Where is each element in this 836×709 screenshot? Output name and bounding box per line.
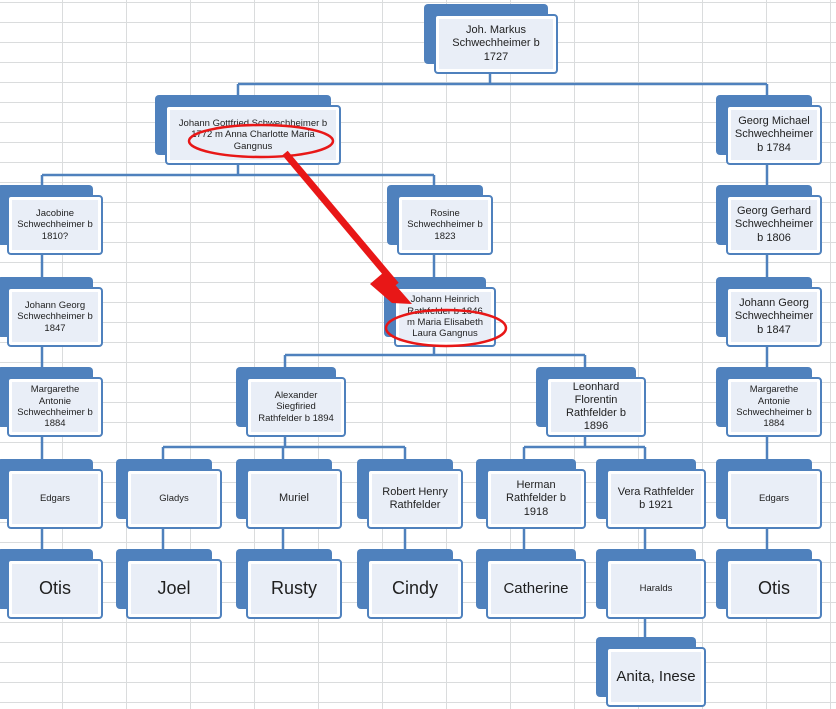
node-johann-heinrich[interactable]: Johann Heinrich Rathfelder b 1846 m Mari… — [384, 277, 496, 347]
node-cindy[interactable]: Cindy — [357, 549, 463, 619]
node-leonhard[interactable]: Leonhard Florentin Rathfelder b 1896 — [536, 367, 646, 437]
node-herman[interactable]: Herman Rathfelder b 1918 — [476, 459, 586, 529]
node-label: Margarethe Antonie Schwechheimer b 1884 — [726, 377, 822, 437]
node-margarethe-left[interactable]: Margarethe Antonie Schwechheimer b 1884 — [0, 367, 103, 437]
node-catherine[interactable]: Catherine — [476, 549, 586, 619]
node-johann-gottfried[interactable]: Johann Gottfried Schwechheimer b 1772 m … — [155, 95, 341, 165]
node-johann-georg-left[interactable]: Johann Georg Schwechheimer b 1847 — [0, 277, 103, 347]
node-jacobine[interactable]: Jacobine Schwechheimer b 1810? — [0, 185, 103, 255]
node-label: Georg Gerhard Schwechheimer b 1806 — [726, 195, 822, 255]
node-georg-michael[interactable]: Georg Michael Schwechheimer b 1784 — [716, 95, 822, 165]
node-label: Edgars — [726, 469, 822, 529]
node-label: Gladys — [126, 469, 222, 529]
node-label: Johann Heinrich Rathfelder b 1846 m Mari… — [394, 287, 496, 347]
node-robert[interactable]: Robert Henry Rathfelder — [357, 459, 463, 529]
node-edgars-left[interactable]: Edgars — [0, 459, 103, 529]
node-otis-right[interactable]: Otis — [716, 549, 822, 619]
node-label: Otis — [726, 559, 822, 619]
node-label: Joel — [126, 559, 222, 619]
node-label: Rusty — [246, 559, 342, 619]
node-label: Catherine — [486, 559, 586, 619]
node-label: Herman Rathfelder b 1918 — [486, 469, 586, 529]
node-label: Edgars — [7, 469, 103, 529]
node-label: Alexander Siegfiried Rathfelder b 1894 — [246, 377, 346, 437]
node-label: Joh. Markus Schwechheimer b 1727 — [434, 14, 558, 74]
node-label: Anita, Inese — [606, 647, 706, 707]
node-label: Margarethe Antonie Schwechheimer b 1884 — [7, 377, 103, 437]
node-anita-inese[interactable]: Anita, Inese — [596, 637, 706, 707]
node-vera[interactable]: Vera Rathfelder b 1921 — [596, 459, 706, 529]
node-label: Robert Henry Rathfelder — [367, 469, 463, 529]
node-margarethe-right[interactable]: Margarethe Antonie Schwechheimer b 1884 — [716, 367, 822, 437]
node-label: Johann Georg Schwechheimer b 1847 — [726, 287, 822, 347]
node-edgars-right[interactable]: Edgars — [716, 459, 822, 529]
node-joh-markus[interactable]: Joh. Markus Schwechheimer b 1727 — [424, 4, 558, 74]
node-otis-left[interactable]: Otis — [0, 549, 103, 619]
node-rusty[interactable]: Rusty — [236, 549, 342, 619]
node-label: Haralds — [606, 559, 706, 619]
node-label: Leonhard Florentin Rathfelder b 1896 — [546, 377, 646, 437]
node-label: Cindy — [367, 559, 463, 619]
node-label: Otis — [7, 559, 103, 619]
node-label: Muriel — [246, 469, 342, 529]
node-johann-georg-right[interactable]: Johann Georg Schwechheimer b 1847 — [716, 277, 822, 347]
node-label: Rosine Schwechheimer b 1823 — [397, 195, 493, 255]
node-joel[interactable]: Joel — [116, 549, 222, 619]
node-haralds[interactable]: Haralds — [596, 549, 706, 619]
node-label: Vera Rathfelder b 1921 — [606, 469, 706, 529]
node-label: Johann Gottfried Schwechheimer b 1772 m … — [165, 105, 341, 165]
node-label: Johann Georg Schwechheimer b 1847 — [7, 287, 103, 347]
node-alexander[interactable]: Alexander Siegfiried Rathfelder b 1894 — [236, 367, 346, 437]
node-georg-gerhard[interactable]: Georg Gerhard Schwechheimer b 1806 — [716, 185, 822, 255]
node-label: Georg Michael Schwechheimer b 1784 — [726, 105, 822, 165]
node-gladys[interactable]: Gladys — [116, 459, 222, 529]
node-label: Jacobine Schwechheimer b 1810? — [7, 195, 103, 255]
node-muriel[interactable]: Muriel — [236, 459, 342, 529]
node-rosine[interactable]: Rosine Schwechheimer b 1823 — [387, 185, 493, 255]
